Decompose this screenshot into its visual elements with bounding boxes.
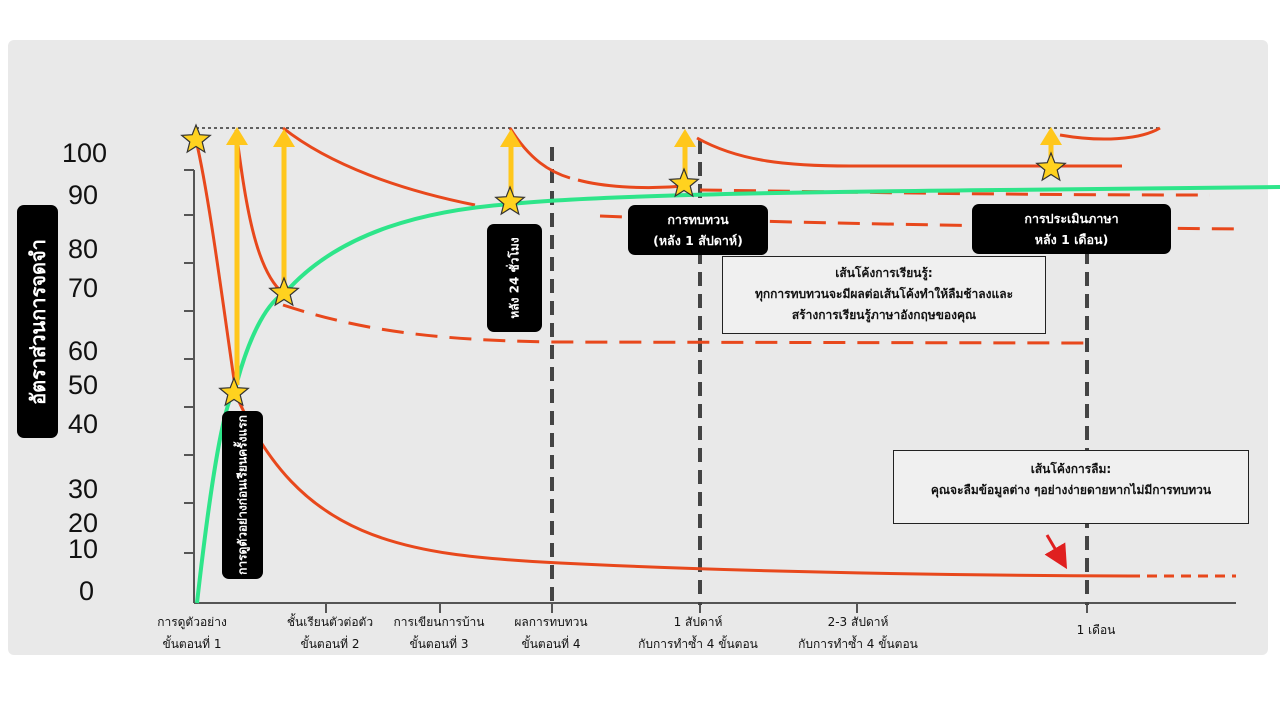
star-marker bbox=[268, 276, 300, 307]
learning-curve-note: เส้นโค้งการเรียนรู้: ทุกการทบทวนจะมีผลต่… bbox=[722, 256, 1046, 334]
y-tick-label: 100 bbox=[62, 138, 107, 168]
star-marker bbox=[218, 376, 250, 407]
review-week-line2: (หลัง 1 สัปดาห์) bbox=[653, 233, 743, 248]
forgetting-note-line2: คุณจะลืมข้อมูลต่าง ๆอย่างง่ายดายหากไม่มี… bbox=[930, 483, 1212, 497]
y-tick-label: 10 bbox=[68, 534, 98, 564]
x-category-label: 2-3 สัปดาห์ bbox=[828, 615, 889, 629]
star-marker bbox=[1035, 151, 1067, 182]
learning-note-line2: ทุกการทบทวนจะมีผลต่อเส้นโค้งทำให้ลืมช้าล… bbox=[754, 287, 1014, 301]
x-category-label: ขั้นตอนที่ 1 bbox=[163, 635, 222, 651]
y-tick-label: 0 bbox=[79, 576, 94, 606]
x-category-label: 1 เดือน bbox=[1077, 623, 1116, 637]
x-category-label: การดูตัวอย่าง bbox=[157, 615, 227, 630]
x-category-label: ขั้นตอนที่ 3 bbox=[410, 635, 469, 651]
y-tick-label: 80 bbox=[68, 234, 98, 264]
forgetting-curve-4b bbox=[577, 178, 685, 190]
forgetting-curve-1 bbox=[194, 139, 238, 394]
review-week-callout: การทบทวน (หลัง 1 สัปดาห์) bbox=[628, 205, 768, 255]
star-marker bbox=[494, 185, 526, 216]
assessment-line2: หลัง 1 เดือน) bbox=[1034, 232, 1109, 247]
learning-note-line3: สร้างการเรียนรู้ภาษาอังกฤษของคุณ bbox=[791, 308, 977, 322]
first-lesson-callout: การดูตัวอย่างก่อนเรียนครั้งแรก bbox=[222, 411, 263, 579]
x-category-label: 1 สัปดาห์ bbox=[674, 615, 723, 629]
assessment-line1: การประเมินภาษา bbox=[1024, 210, 1119, 226]
forgetting-note-title: เส้นโค้งการลืม: bbox=[1030, 462, 1112, 476]
forgetting-curve-main bbox=[234, 394, 1131, 578]
y-tick-label: 30 bbox=[68, 474, 98, 504]
forgetting-curve-2 bbox=[234, 129, 284, 295]
y-tick-marks bbox=[184, 169, 194, 554]
axes bbox=[184, 169, 1236, 613]
x-tick-marks bbox=[325, 603, 1088, 613]
after-24h-text: หลัง 24 ชั่วโมง bbox=[507, 237, 521, 319]
forgetting-curve-4-dashed bbox=[699, 188, 1211, 197]
stars bbox=[180, 123, 1067, 407]
y-axis-title: อัตราส่วนการจดจำ bbox=[17, 205, 58, 438]
x-category-label: ผลการทบทวน bbox=[514, 615, 587, 629]
learning-curve bbox=[195, 185, 1280, 604]
x-category-label: กับการทำซ้ำ 4 ขั้นตอน bbox=[798, 635, 918, 651]
learning-note-title: เส้นโค้งการเรียนรู้: bbox=[835, 266, 933, 280]
star-marker bbox=[668, 167, 700, 198]
x-category-label: ชั้นเรียนตัวต่อตัว bbox=[287, 613, 373, 629]
y-tick-label: 40 bbox=[68, 409, 98, 439]
review-week-line1: การทบทวน bbox=[667, 211, 729, 227]
y-tick-label: 90 bbox=[68, 180, 98, 210]
forgetting-pointer-arrow bbox=[1044, 534, 1068, 570]
y-tick-label: 20 bbox=[68, 508, 98, 538]
y-tick-labels: 100 90 80 70 60 50 40 30 20 10 0 bbox=[62, 138, 107, 606]
x-category-label: ขั้นตอนที่ 4 bbox=[522, 635, 581, 651]
star-marker bbox=[180, 123, 212, 154]
after-24h-callout: หลัง 24 ชั่วโมง bbox=[487, 224, 542, 332]
forgetting-curve-4 bbox=[508, 127, 571, 180]
review-arrows bbox=[226, 127, 1062, 385]
y-tick-label: 50 bbox=[68, 370, 98, 400]
forgetting-curve-2-dashed bbox=[282, 303, 1086, 345]
x-category-label: การเขียนการบ้าน bbox=[394, 615, 485, 629]
x-category-labels: การดูตัวอย่าง ขั้นตอนที่ 1 ชั้นเรียนตัวต… bbox=[157, 613, 1115, 651]
forgetting-curve-3 bbox=[282, 126, 476, 207]
assessment-callout: การประเมินภาษา หลัง 1 เดือน) bbox=[972, 204, 1171, 254]
first-lesson-text: การดูตัวอย่างก่อนเรียนครั้งแรก bbox=[235, 415, 249, 575]
x-category-label: กับการทำซ้ำ 4 ขั้นตอน bbox=[638, 635, 758, 651]
y-axis-title-text: อัตราส่วนการจดจำ bbox=[25, 238, 50, 405]
forgetting-curve-6 bbox=[1059, 126, 1161, 141]
y-tick-label: 60 bbox=[68, 336, 98, 366]
x-category-label: ขั้นตอนที่ 2 bbox=[301, 635, 360, 651]
y-tick-label: 70 bbox=[68, 273, 98, 303]
forgetting-curve-note: เส้นโค้งการลืม: คุณจะลืมข้อมูลต่าง ๆอย่า… bbox=[893, 450, 1249, 524]
forgetting-curve-5 bbox=[696, 136, 1122, 168]
